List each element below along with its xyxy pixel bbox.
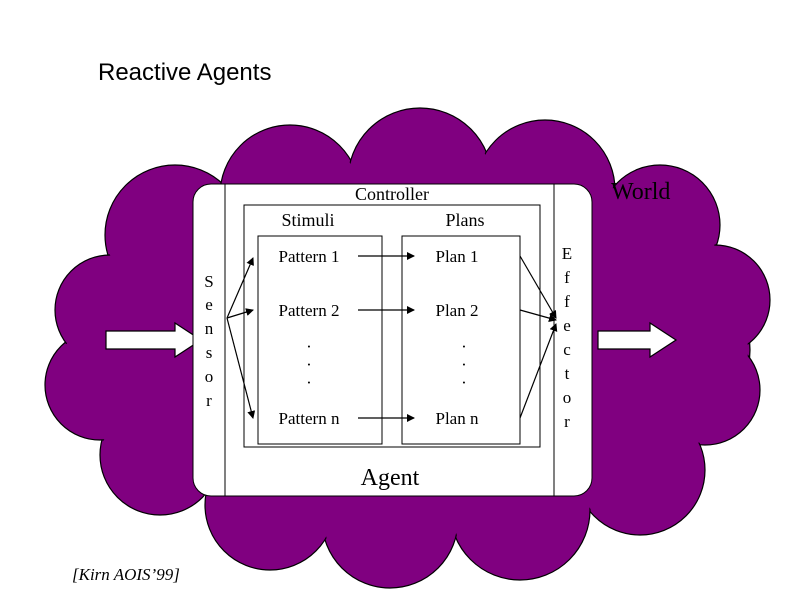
plan-1-to-effector-arrow — [519, 255, 557, 319]
sensor-letter: r — [206, 391, 212, 410]
plan-2: Plan 2 — [436, 301, 479, 320]
plans-ellipsis-dot: · — [461, 337, 467, 356]
pattern-2: Pattern 2 — [279, 301, 340, 320]
slide-title: Reactive Agents — [98, 59, 271, 86]
plan-n: Plan n — [436, 409, 479, 428]
effector-letter: o — [563, 388, 572, 407]
sensor-letter: S — [204, 272, 213, 291]
effector-letter: c — [563, 340, 571, 359]
effector-letter: t — [565, 364, 570, 383]
plans-ellipsis-dot: · — [461, 373, 467, 392]
plan-n-to-effector-arrow — [519, 323, 558, 419]
plan-1: Plan 1 — [436, 247, 479, 266]
effector-letter: E — [562, 244, 572, 263]
effector-letter: r — [564, 412, 570, 431]
stimuli-ellipsis-dot: · — [306, 373, 312, 392]
input-arrow — [105, 321, 203, 359]
sensor-to-pattern-1-arrow — [226, 257, 254, 319]
effector-label: E f f e c t o r — [562, 244, 572, 431]
controller-label: Controller — [355, 184, 429, 204]
stimuli-ellipsis-dot: · — [306, 337, 312, 356]
sensor-letter: o — [205, 367, 214, 386]
sensor-to-pattern-n-arrow — [226, 317, 256, 419]
sensor-label: S e n s o r — [204, 272, 213, 410]
sensor-letter: s — [206, 343, 213, 362]
effector-letter: e — [563, 316, 571, 335]
sensor-letter: n — [205, 319, 214, 338]
stimuli-ellipsis-dot: · — [306, 355, 312, 374]
world-label: World — [611, 179, 670, 205]
stimuli-column — [257, 235, 383, 445]
stimuli-header: Stimuli — [281, 210, 334, 230]
pattern-n: Pattern n — [279, 409, 340, 428]
sensor-to-pattern-2-arrow — [226, 308, 254, 319]
plans-ellipsis-dot: · — [461, 355, 467, 374]
plans-header: Plans — [445, 210, 484, 230]
effector-letter: f — [564, 268, 570, 287]
output-arrow — [597, 321, 678, 359]
plan-2-to-effector-arrow — [519, 309, 557, 322]
plans-column — [401, 235, 521, 445]
citation: [Kirn AOIS’99] — [72, 565, 180, 584]
sensor-letter: e — [205, 295, 213, 314]
pattern-1: Pattern 1 — [279, 247, 340, 266]
effector-letter: f — [564, 292, 570, 311]
agent-label: Agent — [361, 465, 420, 491]
